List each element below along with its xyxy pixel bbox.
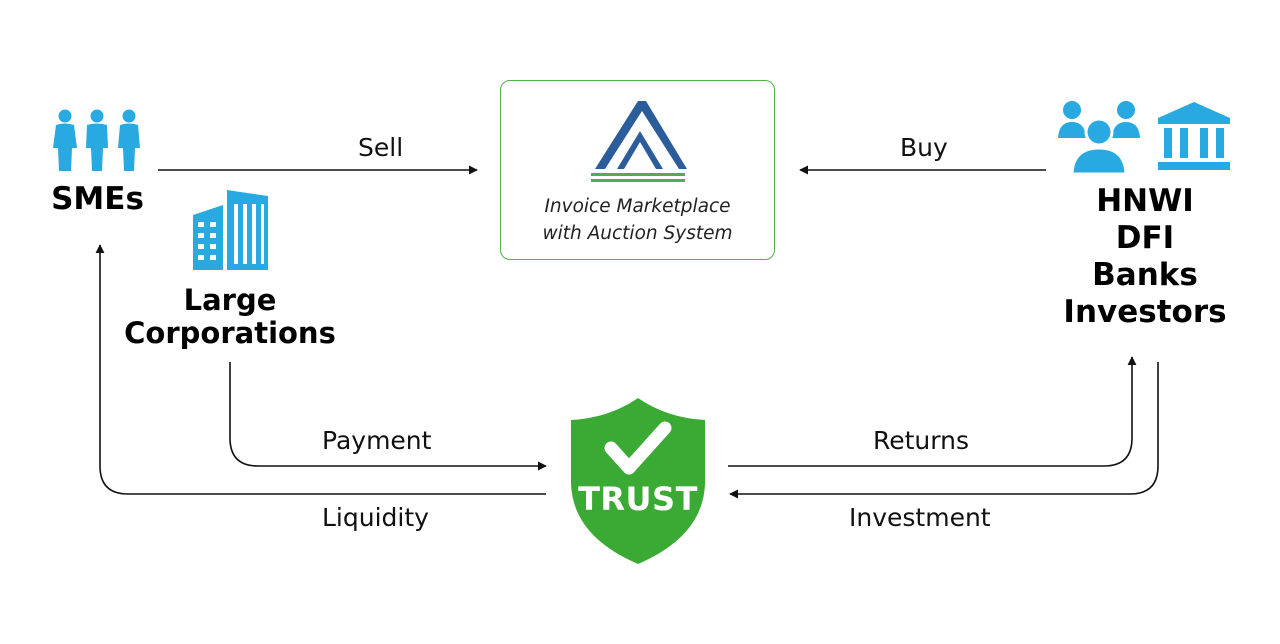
trust-shield-icon <box>571 398 705 564</box>
investment-arrow <box>729 362 1159 499</box>
investors-line-dfi: DFI <box>1115 220 1175 256</box>
payment-arrow <box>229 362 547 471</box>
large-corporations-label: Large Corporations <box>120 284 340 350</box>
large-corporations-line1: Large <box>183 283 277 317</box>
trust-label: TRUST <box>578 480 698 518</box>
marketplace-line2: with Auction System <box>542 223 733 244</box>
liquidity-arrow <box>95 244 546 495</box>
marketplace-logo-icon <box>591 101 687 182</box>
investors-line-hnwi: HNWI <box>1096 183 1194 219</box>
returns-label: Returns <box>873 426 969 455</box>
smes-label: SMEs <box>51 181 144 217</box>
investors-group-icon <box>1058 101 1140 174</box>
investors-label: HNWI DFI Banks Investors <box>1050 183 1240 331</box>
returns-arrow <box>728 356 1137 467</box>
checkmark-icon <box>604 421 672 475</box>
office-buildings-icon <box>193 190 268 270</box>
marketplace-label: Invoice Marketplace with Auction System <box>501 193 774 247</box>
buy-label: Buy <box>900 133 948 162</box>
payment-label: Payment <box>322 426 432 455</box>
marketplace-box: Invoice Marketplace with Auction System <box>500 80 775 260</box>
investors-line-banks: Banks <box>1092 257 1198 293</box>
investment-label: Investment <box>849 503 991 532</box>
liquidity-label: Liquidity <box>322 503 429 532</box>
large-corporations-line2: Corporations <box>124 316 336 350</box>
people-group-icon <box>53 109 140 171</box>
sell-label: Sell <box>358 133 404 162</box>
bank-icon <box>1158 102 1230 170</box>
marketplace-line1: Invoice Marketplace <box>544 196 731 217</box>
investors-line-investors: Investors <box>1063 294 1227 330</box>
